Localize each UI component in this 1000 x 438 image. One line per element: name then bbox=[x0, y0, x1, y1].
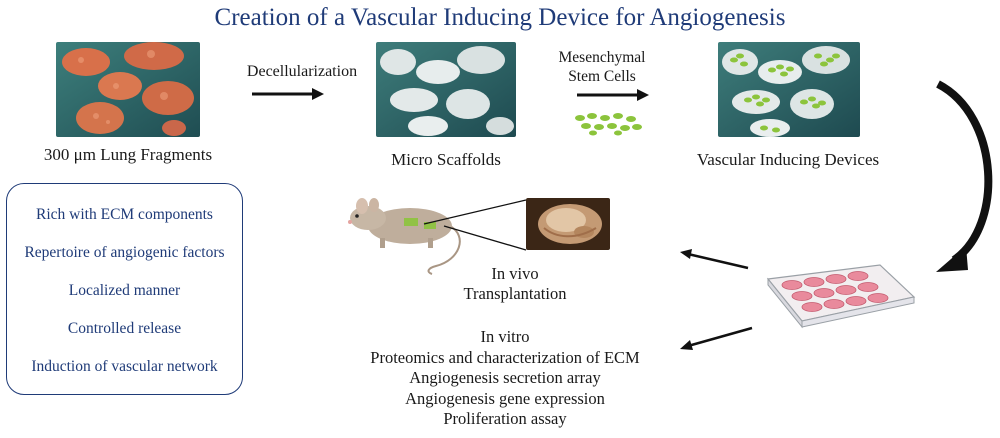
in-vitro-heading: In vitro bbox=[480, 327, 530, 346]
feature-item: Localized manner bbox=[68, 282, 181, 299]
lung-fragments-photo bbox=[56, 42, 200, 137]
in-vivo-line2: Transplantation bbox=[463, 284, 567, 303]
features-panel: Rich with ECM components Repertoire of a… bbox=[6, 183, 243, 395]
feature-item: Controlled release bbox=[67, 320, 182, 337]
stem-cells-icon bbox=[575, 113, 642, 136]
arrow-right-icon bbox=[252, 88, 324, 100]
feature-item: Induction of vascular network bbox=[31, 358, 218, 375]
vascular-devices-photo bbox=[718, 42, 860, 137]
in-vitro-item: Angiogenesis secretion array bbox=[409, 368, 601, 387]
in-vivo-line1: In vivo bbox=[491, 264, 539, 283]
msc-label-line2: Stem Cells bbox=[568, 68, 636, 85]
in-vitro-item: Angiogenesis gene expression bbox=[405, 388, 605, 408]
in-vitro-list: In vitro Proteomics and characterization… bbox=[330, 327, 680, 430]
zoom-lines bbox=[423, 199, 527, 251]
arrow-left-icon bbox=[680, 249, 749, 270]
diagram-title: Creation of a Vascular Inducing Device f… bbox=[214, 4, 786, 31]
well-plate-icon bbox=[766, 264, 916, 329]
arrow-right-icon bbox=[577, 89, 649, 101]
micro-scaffolds-photo bbox=[376, 42, 516, 137]
micro-scaffolds-caption: Micro Scaffolds bbox=[391, 150, 501, 169]
in-vivo-label: In vivo Transplantation bbox=[440, 264, 590, 304]
arrow-left-icon bbox=[680, 326, 753, 350]
implant-photo bbox=[526, 198, 610, 250]
msc-label: Mesenchymal Stem Cells bbox=[542, 48, 662, 86]
lung-fragments-caption: 300 μm Lung Fragments bbox=[43, 145, 213, 164]
decellularization-label: Decellularization bbox=[246, 63, 358, 80]
curved-arrow-icon bbox=[936, 80, 993, 272]
feature-item: Repertoire of angiogenic factors bbox=[24, 244, 225, 261]
feature-item: Rich with ECM components bbox=[36, 206, 213, 223]
mouse-illustration bbox=[348, 198, 461, 275]
msc-label-line1: Mesenchymal bbox=[558, 49, 646, 66]
in-vitro-item: Proliferation assay bbox=[443, 409, 567, 428]
vascular-devices-caption: Vascular Inducing Devices bbox=[696, 150, 880, 169]
in-vitro-item: Proteomics and characterization of ECM bbox=[370, 347, 640, 367]
